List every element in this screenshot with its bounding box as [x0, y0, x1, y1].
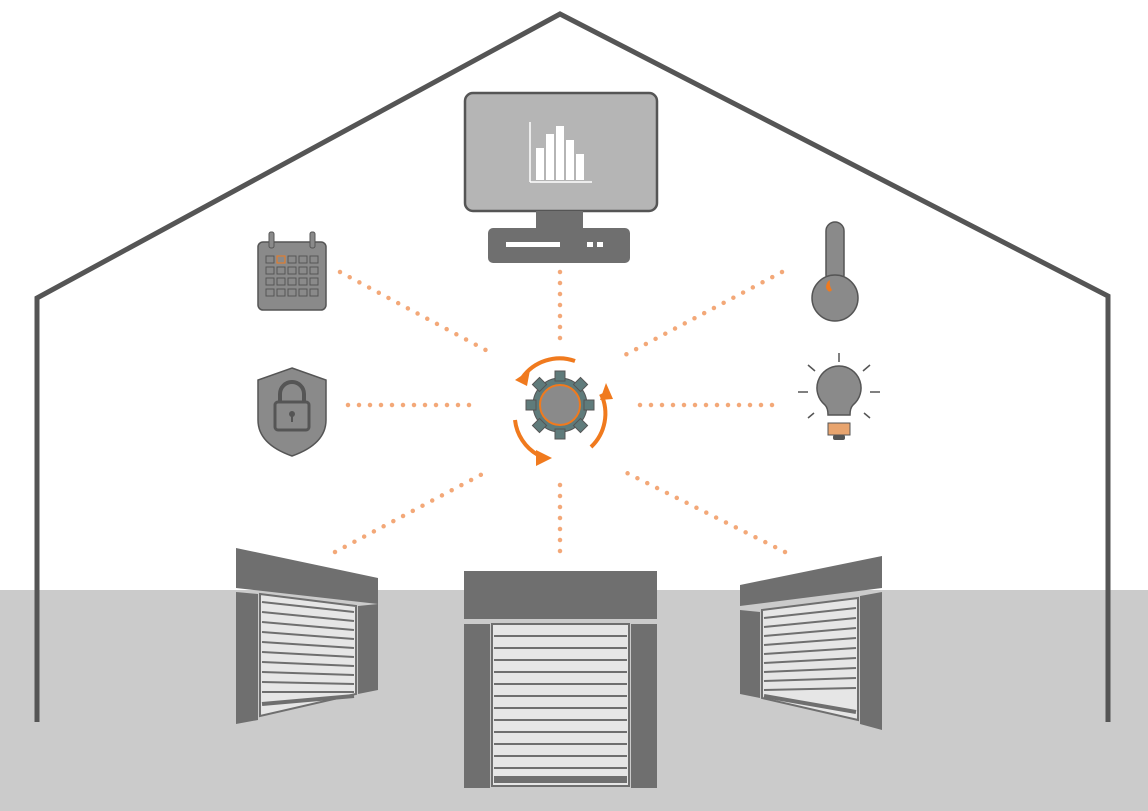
gear-sync-icon: [513, 356, 613, 466]
connector-lines: [332, 269, 788, 558]
storage-door-icon: [464, 571, 657, 788]
calendar-icon: [257, 231, 327, 311]
shield-lock-icon: [257, 367, 327, 457]
storage-door-icon: [740, 556, 882, 730]
monitor-chart-icon: [463, 91, 659, 263]
thermometer-icon: [811, 221, 859, 322]
house-outline-icon: [34, 11, 1111, 722]
storage-door-icon: [236, 548, 378, 724]
lightbulb-icon: [798, 353, 880, 440]
